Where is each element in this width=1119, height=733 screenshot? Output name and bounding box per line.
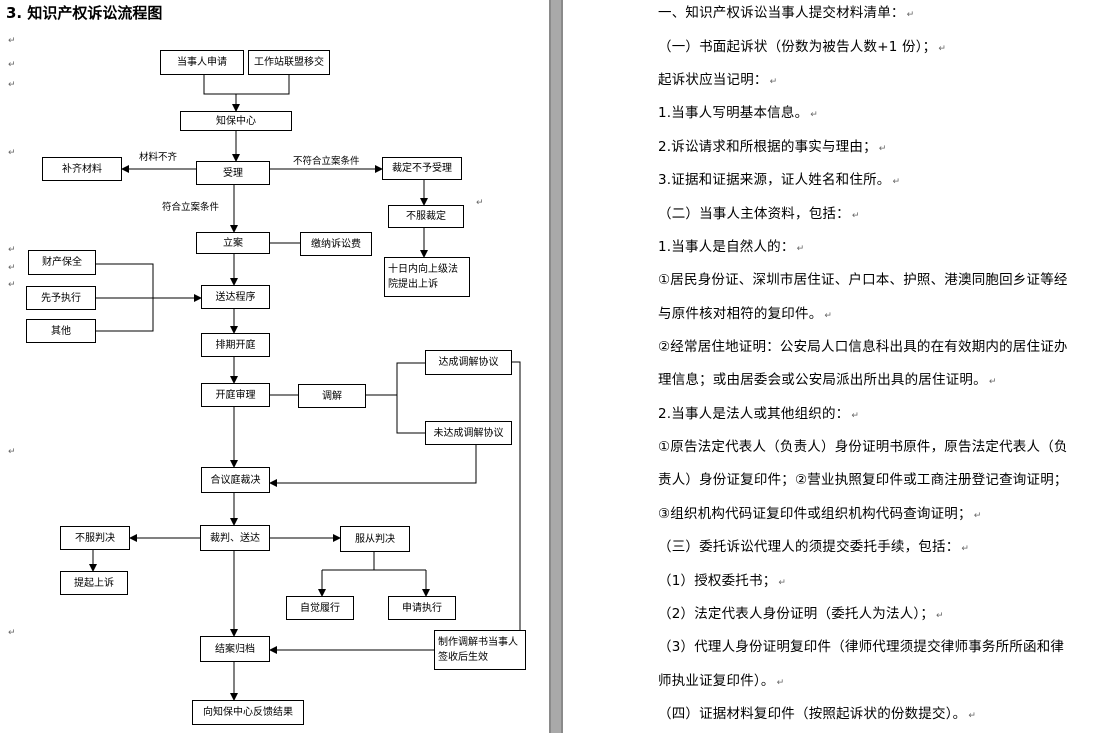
box-party-apply: 当事人申请	[160, 50, 244, 75]
text-line: ③组织机构代码证复印件或组织机构代码查询证明；↵	[658, 506, 982, 522]
box-mediation-not-reached: 未达成调解协议	[425, 421, 512, 445]
box-apply-execution: 申请执行	[388, 596, 456, 620]
left-page: 3. 知识产权诉讼流程图 ↵ ↵ ↵ ↵ ↵ ↵ ↵ ↵ ↵ ↵	[0, 0, 549, 733]
box-feedback-center: 向知保中心反馈结果	[192, 700, 304, 725]
paragraph-mark: ↵	[8, 148, 16, 158]
edge-label-incomplete: 材料不齐	[139, 152, 178, 163]
box-appeal-ten-days: 十日内向上级法院提出上诉	[384, 257, 470, 297]
text-line: 起诉状应当记明：↵	[658, 72, 778, 88]
box-accept-judgment: 服从判决	[340, 526, 410, 552]
paragraph-mark: ↵	[8, 263, 16, 273]
text-line: 2.当事人是法人或其他组织的：↵	[658, 406, 860, 422]
edge-label-meet: 符合立案条件	[162, 202, 220, 213]
text-line: （3）代理人身份证明复印件（律师代理须提交律师事务所所函和律	[658, 639, 1065, 655]
text-line: （三）委托诉讼代理人的须提交委托手续，包括：↵	[658, 539, 970, 555]
text-line: （2）法定代表人身份证明（委托人为法人）；↵	[658, 606, 944, 622]
page-title: 3. 知识产权诉讼流程图	[6, 4, 163, 22]
box-voluntary-perform: 自觉履行	[286, 596, 354, 620]
box-disagree-ruling: 不服裁定	[388, 205, 464, 228]
box-ip-center: 知保中心	[180, 111, 292, 131]
paragraph-mark: ↵	[476, 198, 484, 208]
box-file-appeal: 提起上诉	[60, 571, 128, 595]
box-schedule-hearing: 排期开庭	[201, 333, 270, 357]
paragraph-mark: ↵	[8, 628, 16, 638]
box-accept: 受理	[196, 161, 270, 185]
text-line: 理信息；或由居委会或公安局派出所出具的居住证明。↵	[658, 372, 997, 388]
box-reject-ruling: 裁定不予受理	[382, 157, 462, 180]
box-station-transfer: 工作站联盟移交	[248, 50, 330, 75]
edge-label-not-meet: 不符合立案条件	[293, 156, 360, 167]
paragraph-mark: ↵	[8, 80, 16, 90]
box-judgment-serve: 裁判、送达	[200, 525, 270, 551]
text-line: （四）证据材料复印件（按照起诉状的份数提交）。↵	[658, 706, 977, 722]
text-line: 一、知识产权诉讼当事人提交材料清单：↵	[658, 5, 915, 21]
box-collegial-ruling: 合议庭裁决	[201, 467, 270, 493]
text-line: （二）当事人主体资料，包括：↵	[658, 206, 860, 222]
box-mediation-reached: 达成调解协议	[425, 350, 512, 375]
text-line: 2.诉讼请求和所根据的事实与理由；↵	[658, 139, 887, 155]
text-line: ①原告法定代表人（负责人）身份证明书原件，原告法定代表人（负	[658, 439, 1068, 455]
text-line: 师执业证复印件）。↵	[658, 673, 785, 689]
box-advance-execution: 先予执行	[26, 286, 96, 310]
box-mediation: 调解	[298, 384, 366, 408]
box-pay-fee: 缴纳诉讼费	[300, 232, 372, 256]
text-line: 3.证据和证据来源，证人姓名和住所。↵	[658, 172, 901, 188]
box-property-preservation: 财产保全	[28, 250, 96, 275]
box-court-trial: 开庭审理	[201, 383, 270, 407]
paragraph-mark: ↵	[8, 447, 16, 457]
right-page: 一、知识产权诉讼当事人提交材料清单：↵ （一）书面起诉状（份数为被告人数+1 份…	[563, 0, 1119, 733]
text-line: （一）书面起诉状（份数为被告人数+1 份）；↵	[658, 39, 947, 55]
box-mediation-document: 制作调解书当事人签收后生效	[434, 630, 526, 670]
box-file-case: 立案	[196, 232, 270, 254]
paragraph-mark: ↵	[8, 245, 16, 255]
text-line: 责人）身份证复印件；②营业执照复印件或工商注册登记查询证明；	[658, 472, 1068, 488]
text-line: ②经常居住地证明：公安局人口信息科出具的在有效期内的居住证办	[658, 339, 1068, 355]
box-disagree-judgment: 不服判决	[60, 526, 130, 550]
text-line: 1.当事人是自然人的：↵	[658, 239, 805, 255]
box-close-archive: 结案归档	[200, 636, 270, 662]
box-supplement: 补齐材料	[42, 157, 122, 181]
text-line: 1.当事人写明基本信息。↵	[658, 105, 819, 121]
page-divider	[549, 0, 563, 733]
box-other: 其他	[26, 319, 96, 343]
box-serve-procedure: 送达程序	[201, 285, 270, 309]
paragraph-mark: ↵	[8, 280, 16, 290]
flowchart-connectors	[89, 75, 521, 701]
paragraph-mark: ↵	[8, 60, 16, 70]
text-line: 与原件核对相符的复印件。↵	[658, 306, 833, 322]
text-line: （1）授权委托书；↵	[658, 573, 787, 589]
paragraph-mark: ↵	[8, 36, 16, 46]
text-line: ①居民身份证、深圳市居住证、户口本、护照、港澳同胞回乡证等经	[658, 272, 1068, 288]
